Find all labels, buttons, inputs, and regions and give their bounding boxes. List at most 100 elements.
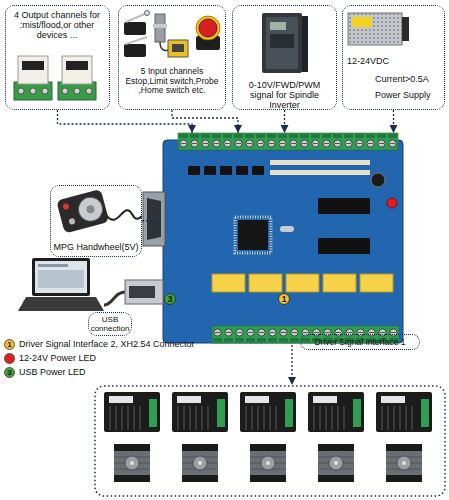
driver-group-outline [95, 386, 445, 496]
stepper-driver [172, 392, 228, 432]
proximity-sensor [153, 14, 188, 57]
relay-module [14, 56, 96, 100]
limit-switch [124, 11, 150, 58]
breakout-board-art [125, 280, 163, 304]
breakout-board-art [360, 274, 393, 292]
connector-arrow [58, 110, 193, 133]
mpg-handwheel [62, 203, 69, 210]
legend-row: 12-24V Power LED [4, 351, 195, 365]
box-text: USB connection [90, 315, 130, 333]
breakout-board-art [178, 133, 398, 150]
legend-text: 12-24V Power LED [19, 353, 96, 363]
stepper-motor [250, 444, 286, 482]
breakout-board-art [188, 166, 200, 175]
box-text: 4 Output channels for :mist/flood,or oth… [9, 10, 105, 40]
power-supply [348, 13, 402, 45]
breakout-board-art [147, 198, 161, 240]
driver-interface-box: Driver Signal Interface 1 [300, 334, 420, 350]
leader-line [291, 345, 292, 385]
relay-module [58, 82, 96, 100]
spindle-inverter-box: 0-10V/FWD/PWM signal for Spindle Inverte… [232, 5, 337, 110]
relay-module [62, 88, 68, 94]
power-supply-box: 12-24VDC Current>0.5A Power Supply [342, 5, 445, 110]
mpg-handwheel [76, 195, 105, 224]
connector-arrow [142, 220, 160, 221]
breakout-board-art [286, 274, 319, 292]
legend-swatch: 3 [4, 367, 15, 378]
stepper-driver [104, 392, 160, 432]
breakout-board-art [318, 198, 370, 214]
callout-number: 3 [164, 293, 176, 305]
stepper-driver [376, 392, 432, 432]
estop-button [196, 16, 220, 40]
breakout-board-art [238, 220, 268, 250]
proximity-sensor [153, 24, 167, 28]
laptop [18, 297, 104, 311]
relay-module [86, 88, 92, 94]
breakout-board-art [371, 173, 385, 187]
usb-connection-box: USB connection [88, 312, 132, 336]
legend-swatch [4, 353, 15, 364]
estop-button [199, 19, 217, 37]
breakout-board-art [252, 166, 264, 175]
stepper-motor [182, 444, 218, 482]
relay-module [66, 61, 88, 70]
box-text: 5 Input channels Estop,Limit switch,Prob… [122, 67, 222, 96]
mpg-handwheel [56, 189, 109, 234]
stepper-driver [240, 392, 296, 432]
breakout-board-art [212, 274, 245, 292]
relay-module [18, 56, 48, 84]
relay-module [62, 56, 92, 84]
connector-arrow [172, 110, 238, 133]
relay-module [18, 88, 24, 94]
breakout-board-art [143, 192, 165, 246]
breakout-board-art [236, 166, 248, 175]
breakout-board-art [280, 226, 294, 232]
box-text: 0-10V/FWD/PWM signal for Spindle Inverte… [236, 80, 333, 110]
breakout-board-art [270, 170, 370, 175]
mpg-handwheel [68, 218, 75, 225]
breakout-board-art [249, 274, 282, 292]
estop-button [196, 16, 220, 50]
stepper-driver [308, 392, 364, 432]
breakout-board-art [129, 286, 155, 298]
stepper-motor [318, 444, 354, 482]
legend-row: 3 USB Power LED [4, 365, 195, 379]
spindle-inverter [262, 13, 308, 73]
relay-module [14, 82, 52, 100]
power-supply [348, 13, 409, 45]
legend-text: USB Power LED [19, 367, 86, 377]
limit-switch [126, 37, 147, 44]
breakout-board-art [270, 160, 370, 165]
box-text: 12-24VDC [347, 56, 407, 66]
box-text: Power Supply [375, 90, 441, 100]
breakout-board: 31 [160, 133, 403, 345]
mpg-handwheel [56, 189, 109, 234]
mpg-handwheel [107, 210, 142, 220]
relay-module [42, 88, 48, 94]
legend-text: Driver Signal Interface 2, XH2.54 Connec… [19, 339, 195, 349]
breakout-board-art [204, 166, 216, 175]
stepper-motor [386, 444, 422, 482]
proximity-sensor [172, 44, 184, 52]
limit-switch [126, 13, 147, 22]
legend-swatch: 1 [4, 339, 15, 350]
relay-module [22, 61, 44, 70]
stepper-motor [114, 444, 150, 482]
mpg-handwheel [86, 204, 96, 214]
callout-number: 3 [7, 368, 11, 377]
breakout-board-art [125, 133, 403, 343]
relay-module [30, 88, 36, 94]
box-text: Current>0.5A [375, 74, 441, 84]
proximity-sensor [168, 40, 188, 57]
legend: 1 Driver Signal Interface 2, XH2.54 Conne… [4, 337, 195, 379]
box-text: MPG Handwheel(5V) [53, 242, 139, 252]
edge-group [58, 110, 394, 221]
limit-switch [145, 11, 150, 16]
legend-row: 1 Driver Signal Interface 2, XH2.54 Conne… [4, 337, 195, 351]
laptop [38, 270, 84, 288]
connector-arrow [393, 110, 394, 133]
limit-switch [124, 22, 146, 35]
breakout-board-art [387, 198, 397, 208]
